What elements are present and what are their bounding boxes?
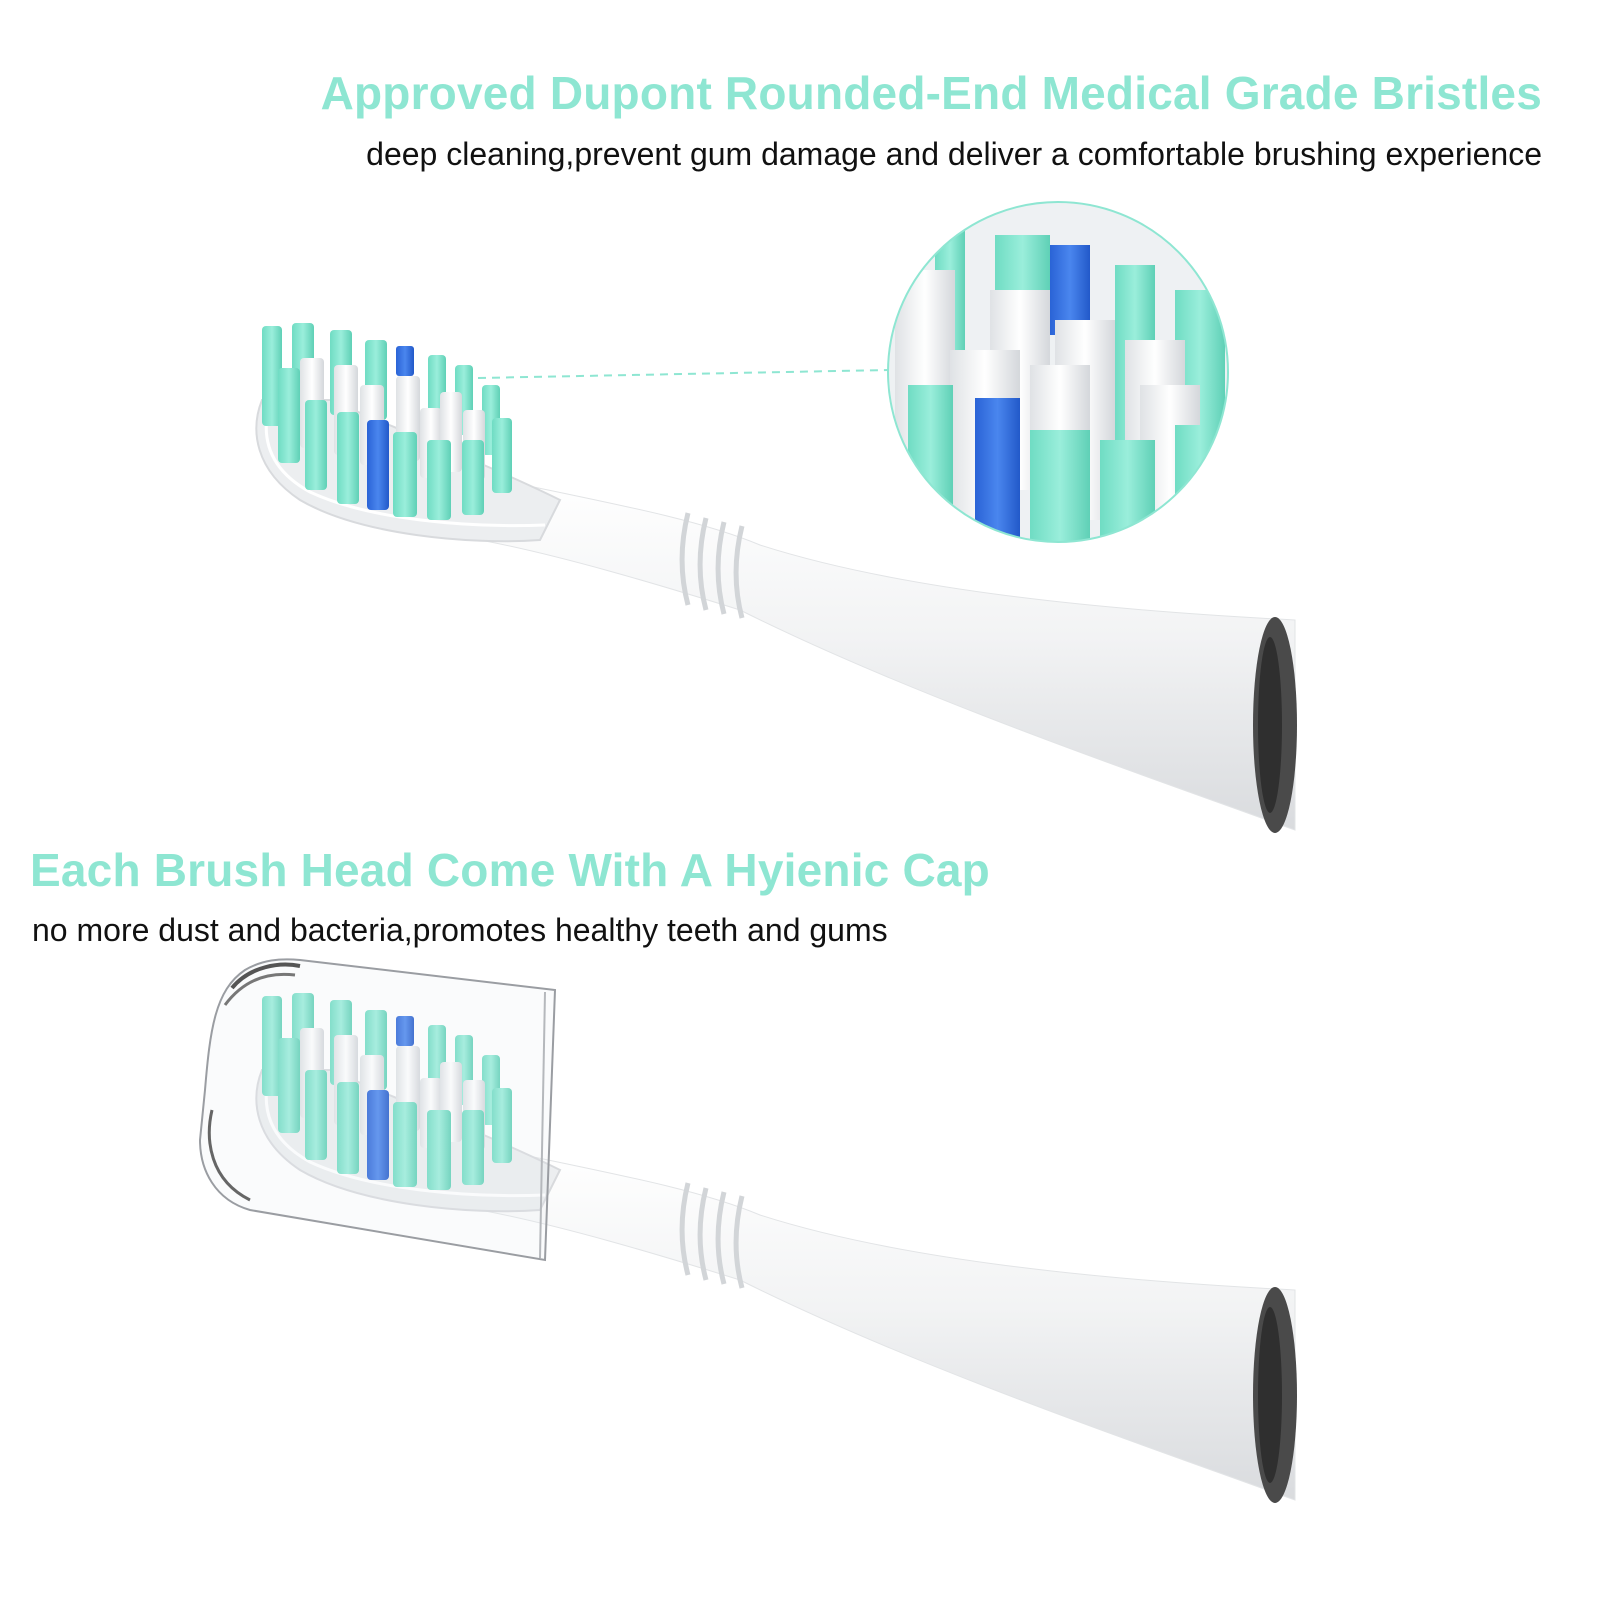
bristles-subtext: deep cleaning,prevent gum damage and del… bbox=[366, 136, 1542, 172]
brush-head-image-bottom bbox=[198, 958, 1297, 1503]
magnifier-leader-line bbox=[477, 369, 889, 379]
bristles-heading: Approved Dupont Rounded-End Medical Grad… bbox=[320, 67, 1542, 119]
cap-subtext: no more dust and bacteria,promotes healt… bbox=[32, 912, 888, 948]
cap-heading: Each Brush Head Come With A Hyienic Cap bbox=[30, 844, 990, 896]
hygienic-cap bbox=[198, 958, 557, 1262]
bristle-magnifier bbox=[887, 201, 1229, 543]
